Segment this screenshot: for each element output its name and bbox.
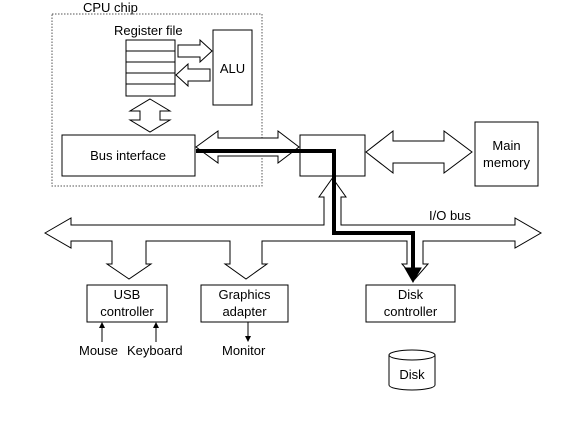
disk-controller-label-line1: Disk: [398, 287, 424, 302]
mouse-to-usb-arrow: [99, 322, 105, 342]
graphics-adapter-box: [200, 284, 289, 323]
monitor-label: Monitor: [222, 343, 266, 358]
usb-controller-box: [86, 284, 168, 323]
io-bus-arrow: [43, 177, 543, 280]
alu-box: [212, 29, 253, 106]
keyboard-to-usb-arrow: [153, 322, 159, 342]
mouse-label: Mouse: [79, 343, 118, 358]
regfile-bus-interface-arrow: [128, 98, 172, 133]
alu-label: ALU: [220, 61, 245, 76]
disk-read-path: [196, 149, 415, 270]
system-bus-arrow: [195, 129, 300, 165]
main-memory-box: [474, 121, 539, 187]
main-memory-label-line2: memory: [483, 155, 530, 170]
memory-bus-arrow: [365, 129, 473, 175]
cpu-chip-boundary: [51, 13, 263, 187]
graphics-adapter-label-line2: adapter: [222, 304, 267, 319]
graphics-adapter-label-line1: Graphics: [218, 287, 271, 302]
disk-controller-label-line2: controller: [384, 304, 438, 319]
usb-controller-label-line2: controller: [100, 304, 154, 319]
disk-label: Disk: [399, 367, 425, 382]
cpu-chip-label: CPU chip: [83, 0, 138, 15]
graphics-to-monitor-arrow: [245, 322, 251, 342]
register-file-label: Register file: [114, 23, 183, 38]
alu-to-regfile-arrow: [175, 62, 211, 88]
bus-interface-box: [61, 134, 196, 177]
keyboard-label: Keyboard: [127, 343, 183, 358]
disk-controller-box: [365, 284, 456, 323]
register-file: [125, 39, 176, 97]
bus-interface-label: Bus interface: [90, 148, 166, 163]
disk-icon: [388, 349, 436, 391]
regfile-to-alu-arrow: [177, 38, 213, 64]
usb-controller-label-line1: USB: [114, 287, 141, 302]
io-bus-label: I/O bus: [429, 208, 471, 223]
main-memory-label-line1: Main: [492, 138, 520, 153]
disk-read-path-arrowhead: [404, 267, 422, 284]
